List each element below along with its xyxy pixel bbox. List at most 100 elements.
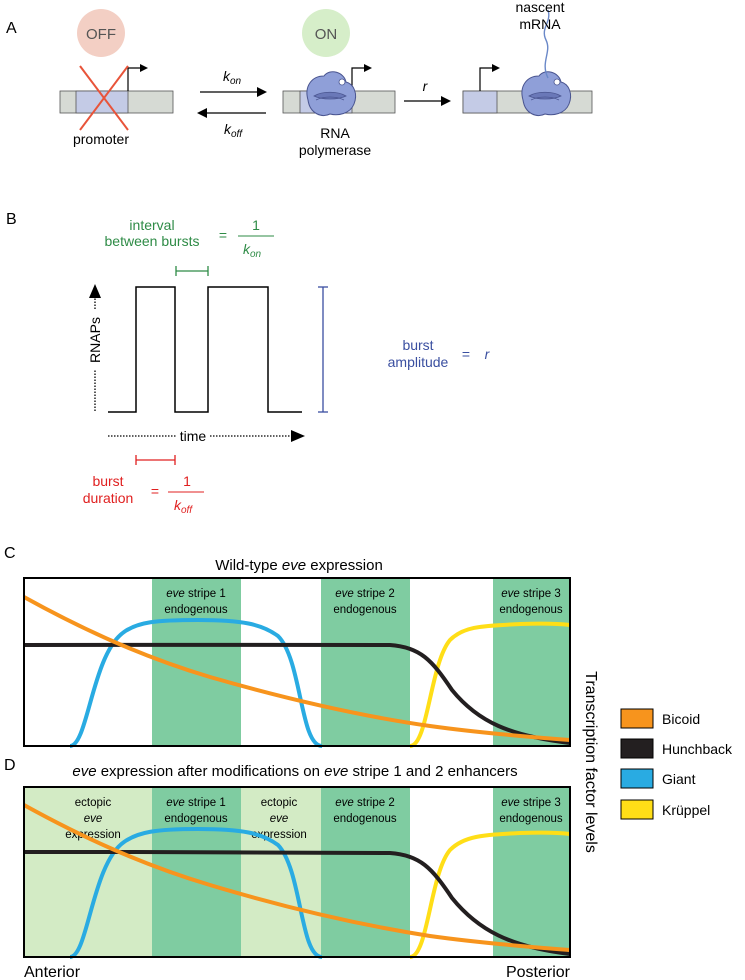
duration-label-line1: burst bbox=[92, 473, 123, 489]
interval-bracket bbox=[175, 266, 209, 276]
promoter-region-elongating bbox=[462, 90, 498, 114]
rnapol-label-line2: polymerase bbox=[299, 142, 372, 158]
on-circle bbox=[302, 9, 350, 57]
x-axis-arrowhead bbox=[291, 430, 305, 442]
legend: Bicoid Hunchback Giant Krüppel bbox=[620, 708, 733, 820]
d-kruppel-curve bbox=[409, 830, 571, 959]
legend-label-giant: Giant bbox=[662, 771, 696, 787]
d-stripe-1-label-line2: endogenous bbox=[164, 813, 228, 825]
x-axis-label: time bbox=[180, 428, 207, 444]
anterior-label: Anterior bbox=[24, 964, 81, 980]
c-stripe-1-label-line1: eve stripe 1 bbox=[166, 588, 225, 600]
d-bicoid-curve bbox=[23, 803, 571, 952]
amplitude-label-line2: amplitude bbox=[388, 354, 449, 370]
d-stripe-2-label-line2: endogenous bbox=[333, 813, 397, 825]
d-ectopic-1-line2: eve bbox=[84, 813, 103, 825]
on-label: ON bbox=[315, 26, 338, 43]
interval-label-line1: interval bbox=[129, 217, 174, 233]
c-stripe-3-label-line2: endogenous bbox=[499, 604, 563, 616]
c-stripe-3-label-line1: eve stripe 3 bbox=[501, 588, 560, 600]
y-axis-label: RNAPs bbox=[87, 317, 103, 363]
koff-arrowhead bbox=[197, 108, 207, 118]
tss-arrowhead-elongating bbox=[492, 64, 500, 72]
legend-swatch-giant bbox=[620, 768, 654, 789]
tss-arrowhead-on bbox=[364, 64, 372, 72]
c-hunchback-curve bbox=[23, 642, 571, 745]
c-stripe-3 bbox=[493, 578, 570, 746]
legend-label-bicoid: Bicoid bbox=[662, 711, 700, 727]
duration-equals: = bbox=[151, 483, 159, 499]
tss-arrow-on bbox=[351, 67, 367, 91]
duration-bracket bbox=[135, 455, 176, 465]
r-label: r bbox=[423, 78, 429, 94]
legend-swatch-hunchback bbox=[620, 738, 654, 759]
d-giant-curve bbox=[69, 826, 323, 959]
d-stripe-2-label-line1: eve stripe 2 bbox=[335, 797, 394, 809]
c-kruppel-curve bbox=[409, 621, 571, 748]
panel-c-title: Wild-type eve expression bbox=[215, 557, 383, 574]
koff-label: koff bbox=[224, 121, 243, 140]
posterior-label: Posterior bbox=[506, 964, 571, 980]
off-circle bbox=[77, 9, 125, 57]
panel-letter-d: D bbox=[4, 757, 16, 774]
transcription-factor-axis-label: Transcription factor levels bbox=[582, 671, 599, 853]
amplitude-equals: = bbox=[462, 346, 470, 362]
rnapol-label-line1: RNA bbox=[320, 125, 350, 141]
legend-label-hunchback: Hunchback bbox=[662, 741, 733, 757]
amplitude-bracket bbox=[318, 286, 328, 413]
d-hunchback-curve bbox=[23, 850, 571, 956]
elongating-polymerase-icon bbox=[521, 71, 572, 116]
y-axis-arrowhead bbox=[89, 284, 101, 298]
duration-denominator: koff bbox=[174, 497, 193, 516]
d-ectopic-1-line1: ectopic bbox=[75, 797, 112, 809]
d-stripe-3 bbox=[493, 787, 570, 957]
tss-arrow-off bbox=[127, 67, 143, 91]
panel-letter-b: B bbox=[6, 211, 17, 228]
d-frame bbox=[23, 786, 571, 958]
panel-c: C Wild-type eve expression eve stripe 1 … bbox=[4, 545, 571, 748]
d-stripe-1-label-line1: eve stripe 1 bbox=[166, 797, 225, 809]
c-stripe-1-label-line2: endogenous bbox=[164, 604, 228, 616]
amplitude-r: r bbox=[485, 346, 491, 362]
tss-arrowhead-off bbox=[140, 64, 148, 72]
panel-letter-c: C bbox=[4, 545, 16, 562]
y-axis-label-bg bbox=[84, 310, 106, 370]
duration-label-line2: duration bbox=[83, 490, 134, 506]
c-bicoid-curve bbox=[23, 595, 571, 742]
d-stripe-3-label-line1: eve stripe 3 bbox=[501, 797, 560, 809]
nascent-label-line1: nascent bbox=[515, 0, 564, 15]
interval-numerator: 1 bbox=[252, 217, 260, 233]
r-arrowhead bbox=[441, 96, 451, 106]
mrna-strand bbox=[543, 9, 550, 79]
c-stripe-2-label-line1: eve stripe 2 bbox=[335, 588, 394, 600]
c-frame bbox=[23, 577, 571, 747]
interval-equals: = bbox=[219, 227, 227, 243]
panel-b: B interval between bursts = 1 kon RNAPs … bbox=[6, 211, 491, 516]
promoter-label: promoter bbox=[73, 131, 129, 147]
legend-swatch-bicoid bbox=[620, 708, 654, 729]
amplitude-label-line1: burst bbox=[402, 337, 433, 353]
d-stripe-3-label-line2: endogenous bbox=[499, 813, 563, 825]
d-ectopic-2-line2: eve bbox=[270, 813, 289, 825]
x-axis-label-bg bbox=[176, 426, 210, 444]
kon-label: kon bbox=[223, 68, 242, 87]
d-ectopic-2-line1: ectopic bbox=[261, 797, 298, 809]
amplitude-formula: burst amplitude = r bbox=[388, 337, 491, 370]
d-ectopic-2 bbox=[241, 787, 321, 957]
legend-label-kruppel: Krüppel bbox=[662, 802, 710, 818]
interval-label-line2: between bursts bbox=[105, 233, 200, 249]
burst-trace bbox=[108, 286, 302, 413]
tss-arrow-elongating bbox=[479, 67, 495, 91]
duration-formula: burst duration = 1 koff bbox=[83, 473, 204, 516]
c-giant-curve bbox=[69, 617, 323, 748]
panel-d: D eve expression after modifications on … bbox=[4, 757, 571, 980]
duration-numerator: 1 bbox=[183, 473, 191, 489]
off-label: OFF bbox=[86, 26, 116, 43]
panel-a: A OFF promoter kon koff ON RNA polymeras… bbox=[6, 0, 593, 158]
interval-formula: interval between bursts = 1 kon bbox=[105, 217, 274, 260]
interval-denominator: kon bbox=[243, 241, 262, 260]
panel-d-title: eve expression after modifications on ev… bbox=[72, 763, 517, 780]
nascent-label-line2: mRNA bbox=[519, 16, 561, 32]
legend-swatch-kruppel bbox=[620, 799, 654, 820]
